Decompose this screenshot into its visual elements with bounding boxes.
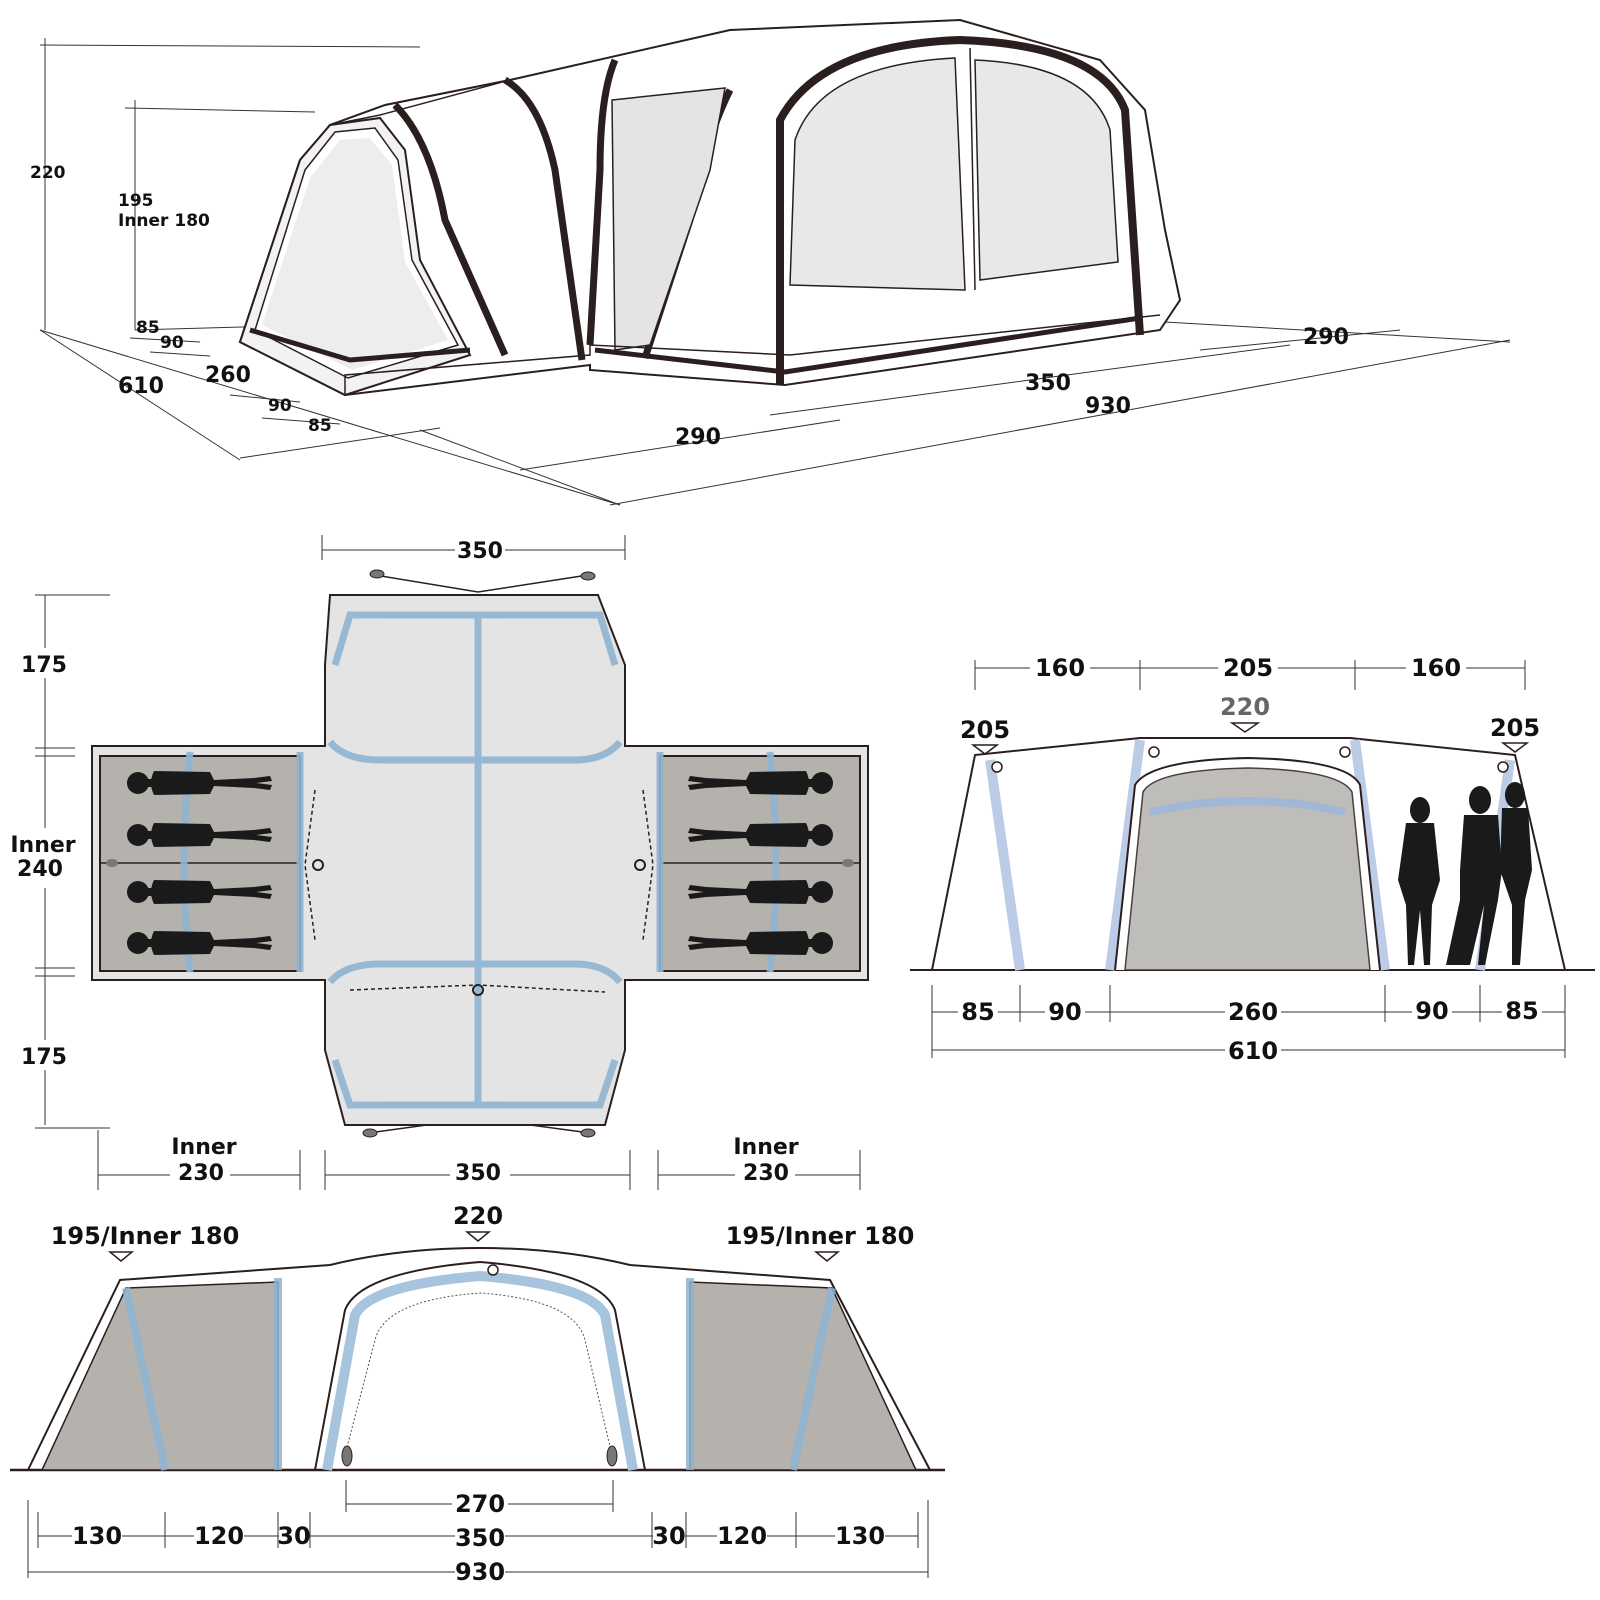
floor-plan: 350 175 Inner 240 175 — [10, 535, 869, 1190]
floorplan-bottom-center: 350 — [455, 1161, 501, 1186]
perspective-depth-part-5: 85 — [308, 416, 332, 436]
floorplan-bottom-left-value: 230 — [178, 1161, 224, 1186]
front-bottom-dim-1: 130 — [72, 1522, 122, 1550]
person-silhouette-2 — [1446, 786, 1502, 965]
perspective-depth-part-1: 85 — [136, 318, 160, 338]
floorplan-bottom-left-label: Inner — [171, 1135, 236, 1160]
floorplan-left-top: 175 — [21, 653, 67, 678]
front-height-left: 195/Inner 180 — [51, 1222, 240, 1250]
front-height-center: 220 — [453, 1202, 503, 1230]
front-bottom-dim-5: 30 — [652, 1522, 685, 1550]
front-bottom-dim-3: 30 — [277, 1522, 310, 1550]
front-view: 195/Inner 180 220 195/Inner 180 270 — [10, 1202, 945, 1586]
perspective-depth-part-4: 90 — [268, 396, 292, 416]
side-bottom-dim-5: 85 — [1505, 997, 1538, 1025]
front-bottom-dim-7: 130 — [835, 1522, 885, 1550]
front-bottom-dim-4: 350 — [455, 1524, 505, 1552]
side-total: 610 — [1228, 1037, 1278, 1065]
floorplan-bottom-right-label: Inner — [733, 1135, 798, 1160]
perspective-front-right: 290 — [1303, 325, 1349, 350]
floorplan-top-width: 350 — [457, 539, 503, 564]
front-bottom-dim-6: 120 — [717, 1522, 767, 1550]
perspective-front-center: 350 — [1025, 371, 1071, 396]
perspective-view: 220 195 Inner 180 610 85 90 260 90 85 29… — [30, 18, 1511, 506]
side-bottom-dim-3: 260 — [1228, 998, 1278, 1026]
floorplan-left-inner-value: 240 — [17, 857, 63, 882]
front-total: 930 — [455, 1558, 505, 1586]
side-bottom-dim-1: 85 — [961, 998, 994, 1026]
side-top-dim-3: 160 — [1411, 654, 1461, 682]
side-bottom-dim-4: 90 — [1415, 997, 1448, 1025]
people-silhouettes — [1398, 782, 1532, 965]
side-view: 160 205 160 220 205 205 — [910, 652, 1595, 1065]
side-height-center: 220 — [1220, 693, 1270, 721]
perspective-depth-part-2: 90 — [160, 333, 184, 353]
side-bottom-dim-2: 90 — [1048, 998, 1081, 1026]
floorplan-bottom-right-value: 230 — [743, 1161, 789, 1186]
side-height-right: 205 — [1490, 714, 1540, 742]
perspective-depth-total: 610 — [118, 374, 164, 399]
perspective-height-total: 220 — [30, 163, 66, 183]
side-top-dim-1: 160 — [1035, 654, 1085, 682]
front-bottom-dim-2: 120 — [194, 1522, 244, 1550]
front-door-width: 270 — [455, 1490, 505, 1518]
perspective-height-side: 195 — [118, 191, 154, 211]
floorplan-left-inner-label: Inner — [10, 833, 75, 858]
perspective-front-left: 290 — [675, 425, 721, 450]
perspective-depth-part-3: 260 — [205, 363, 251, 388]
person-silhouette-3 — [1500, 782, 1532, 965]
front-height-right: 195/Inner 180 — [726, 1222, 915, 1250]
perspective-front-total: 930 — [1085, 394, 1131, 419]
side-top-dim-2: 205 — [1223, 654, 1273, 682]
perspective-height-inner: Inner 180 — [118, 211, 210, 231]
person-silhouette-1 — [1398, 797, 1440, 965]
side-height-left: 205 — [960, 716, 1010, 744]
floorplan-left-bottom: 175 — [21, 1045, 67, 1070]
